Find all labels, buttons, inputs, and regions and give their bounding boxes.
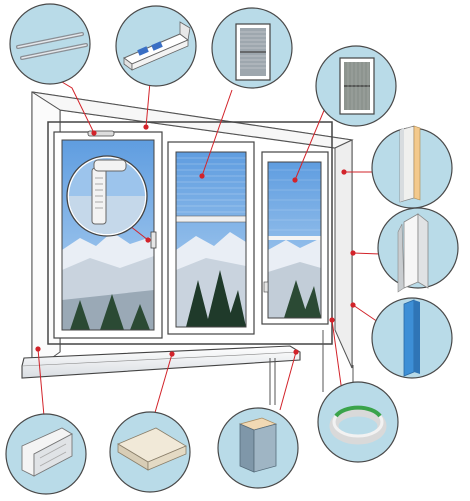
drip-profile-icon bbox=[21, 427, 73, 477]
callout-ventilation-rods[interactable] bbox=[9, 3, 91, 85]
middle-sash bbox=[167, 141, 255, 335]
callout-insect-screen-window[interactable] bbox=[315, 45, 397, 127]
callout-window-sill-board[interactable] bbox=[109, 411, 191, 493]
sealing-tape-roll-icon bbox=[329, 405, 387, 445]
callout-drip-profile[interactable] bbox=[5, 413, 87, 495]
window-handle-icon bbox=[91, 159, 127, 225]
insect-screen-window-icon bbox=[339, 57, 375, 115]
window-handle[interactable] bbox=[150, 231, 157, 249]
window-handle-zoom bbox=[66, 155, 148, 237]
blue-insulation-strip-icon bbox=[403, 299, 420, 377]
blind-window-icon bbox=[235, 23, 271, 81]
window-frame bbox=[31, 91, 354, 373]
corner-trim-icon bbox=[397, 213, 429, 293]
callout-blue-insulation-strip[interactable] bbox=[371, 297, 453, 379]
right-handle[interactable] bbox=[263, 281, 269, 293]
frame-outer bbox=[47, 121, 333, 345]
callout-blind-window[interactable] bbox=[211, 7, 293, 89]
callout-corner-trim[interactable] bbox=[377, 207, 459, 293]
callout-vent-valve-box[interactable] bbox=[115, 5, 197, 87]
callout-sealing-tape-roll[interactable] bbox=[317, 381, 399, 463]
callout-wall-slope-panel[interactable] bbox=[371, 125, 453, 209]
right-sash bbox=[261, 151, 329, 325]
ventilation-rods-icon bbox=[16, 32, 88, 60]
left-slope bbox=[31, 91, 61, 373]
right-slope bbox=[334, 139, 353, 369]
wall-slope-panel-icon bbox=[399, 125, 421, 203]
callout-insulation-block[interactable] bbox=[217, 407, 299, 489]
vent-valve-box-icon bbox=[123, 21, 191, 71]
window-sill-board-icon bbox=[117, 427, 187, 471]
insulation-block-icon bbox=[238, 417, 278, 473]
